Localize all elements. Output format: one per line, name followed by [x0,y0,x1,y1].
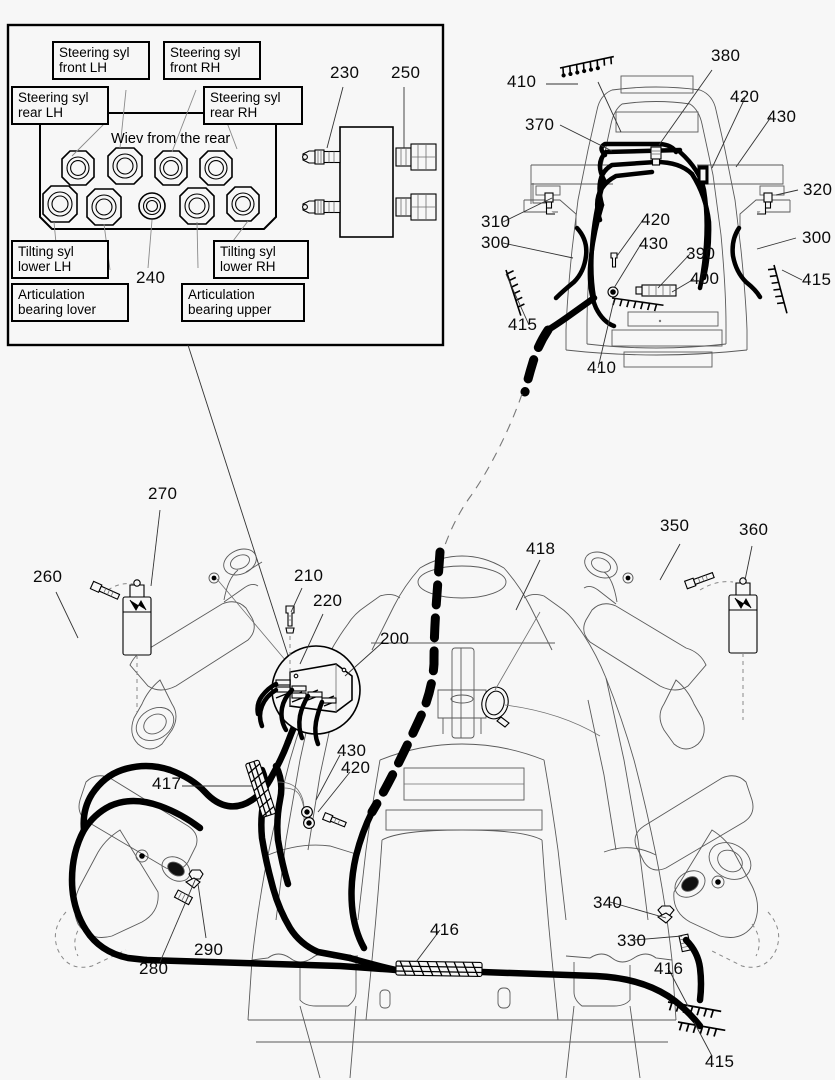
part-number-310: 310 [481,212,511,231]
view-from-rear-label: Wiev from the rear [111,131,231,147]
part-number-370: 370 [525,115,555,134]
part-number-260: 260 [33,567,63,586]
part-number-430-main: 430 [337,741,367,760]
callout-steering-front-rh: Steering syl front RH [163,41,261,80]
part-number-420-upper: 420 [730,87,760,106]
callout-steering-rear-rh: Steering syl rear RH [203,86,303,125]
part-number-430-mid: 430 [639,234,669,253]
part-number-430-upper: 430 [767,107,797,126]
callout-articulation-bearing-lover: Articulation bearing lover [11,283,129,322]
part-number-410-upper: 410 [507,72,537,91]
part-number-418: 418 [526,539,556,558]
callout-steering-rear-lh: Steering syl rear LH [11,86,109,125]
part-number-420-main: 420 [341,758,371,777]
callout-tilting-lower-lh: Tilting syl lower LH [11,240,109,279]
callout-steering-front-lh: Steering syl front LH [52,41,150,80]
part-number-280: 280 [139,959,169,978]
part-number-240: 240 [136,268,166,287]
part-number-420-mid: 420 [641,210,671,229]
part-number-270: 270 [148,484,178,503]
part-number-417: 417 [152,774,182,793]
part-number-200: 200 [380,629,410,648]
part-number-380: 380 [711,46,741,65]
part-number-220: 220 [313,591,343,610]
callout-articulation-bearing-upper: Articulation bearing upper [181,283,305,322]
part-number-410-lower: 410 [587,358,617,377]
part-number-415-bottom: 415 [705,1052,735,1071]
part-number-230: 230 [330,63,360,82]
part-number-330: 330 [617,931,647,950]
part-number-300-right: 300 [802,228,832,247]
part-number-320: 320 [803,180,833,199]
part-number-350: 350 [660,516,690,535]
part-number-250: 250 [391,63,421,82]
part-number-416-center: 416 [430,920,460,939]
part-number-400: 400 [690,269,720,288]
part-number-300-left: 300 [481,233,511,252]
part-number-415-right: 415 [802,270,832,289]
part-number-340: 340 [593,893,623,912]
part-number-415-left: 415 [508,315,538,334]
part-number-360: 360 [739,520,769,539]
part-number-416-right: 416 [654,959,684,978]
part-number-290: 290 [194,940,224,959]
part-number-210: 210 [294,566,324,585]
part-number-390: 390 [686,244,716,263]
callout-tilting-lower-rh: Tilting syl lower RH [213,240,309,279]
